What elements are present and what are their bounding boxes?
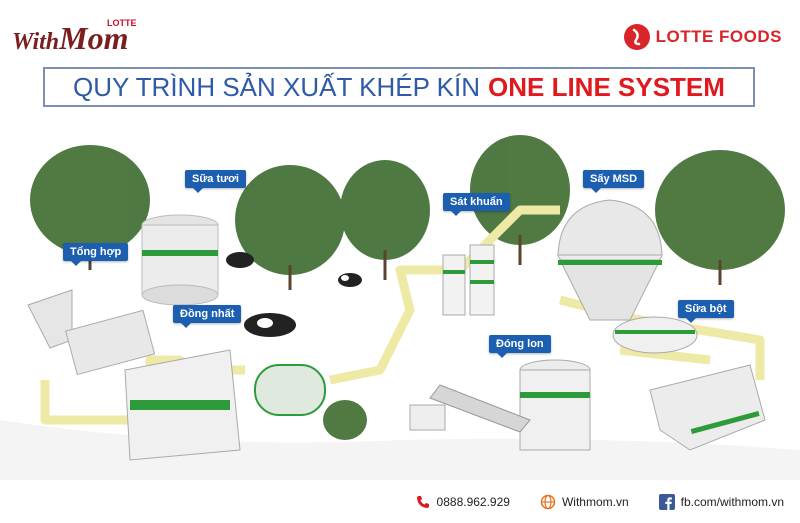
label-say-msd: Sấy MSD: [583, 170, 645, 193]
lotte-foods-text: LOTTE FOODS: [655, 27, 782, 46]
production-illustration: Sữa tươi Tổng hợp Đồng nhất Sát khuẩn Sấ…: [0, 120, 800, 480]
label-sat-khuan: Sát khuẩn: [443, 193, 510, 216]
logo-with-text: With: [12, 29, 60, 55]
logo-mom-text: Mom: [59, 20, 129, 56]
label-sua-bot: Sữa bột: [678, 300, 734, 323]
label-tong-hop: Tổng hợp: [63, 243, 129, 266]
phone-icon: [416, 496, 429, 508]
globe-icon: [540, 494, 556, 510]
facebook-link: fb.com/withmom.vn: [680, 495, 784, 509]
title-main: QUY TRÌNH SẢN XUẤT KHÉP KÍN: [73, 71, 481, 102]
label-sua-tuoi: Sữa tươi: [185, 170, 246, 193]
title-accent: ONE LINE SYSTEM: [488, 71, 725, 102]
lotte-foods-logo: LOTTE FOODS: [623, 24, 782, 50]
contact-footer: 0888.962.929 Withmom.vn fb.com/withmom.v…: [0, 481, 800, 523]
website-link: Withmom.vn: [561, 495, 629, 509]
factory-scene: [0, 135, 800, 480]
facebook-contact[interactable]: fb.com/withmom.vn: [658, 494, 784, 510]
lotte-logo-icon: [623, 24, 650, 50]
facebook-icon: [658, 494, 675, 510]
title-banner: QUY TRÌNH SẢN XUẤT KHÉP KÍN ONE LINE SYS…: [43, 67, 755, 107]
website-contact[interactable]: Withmom.vn: [540, 494, 629, 510]
label-dong-nhat: Đồng nhất: [173, 305, 242, 328]
phone-number: 0888.962.929: [436, 495, 510, 509]
phone-contact[interactable]: 0888.962.929: [415, 494, 510, 510]
withmom-logo: WithMom LOTTE: [12, 18, 137, 56]
logo-lotte-small: LOTTE: [107, 18, 137, 28]
label-dong-lon: Đóng lon: [489, 335, 551, 358]
